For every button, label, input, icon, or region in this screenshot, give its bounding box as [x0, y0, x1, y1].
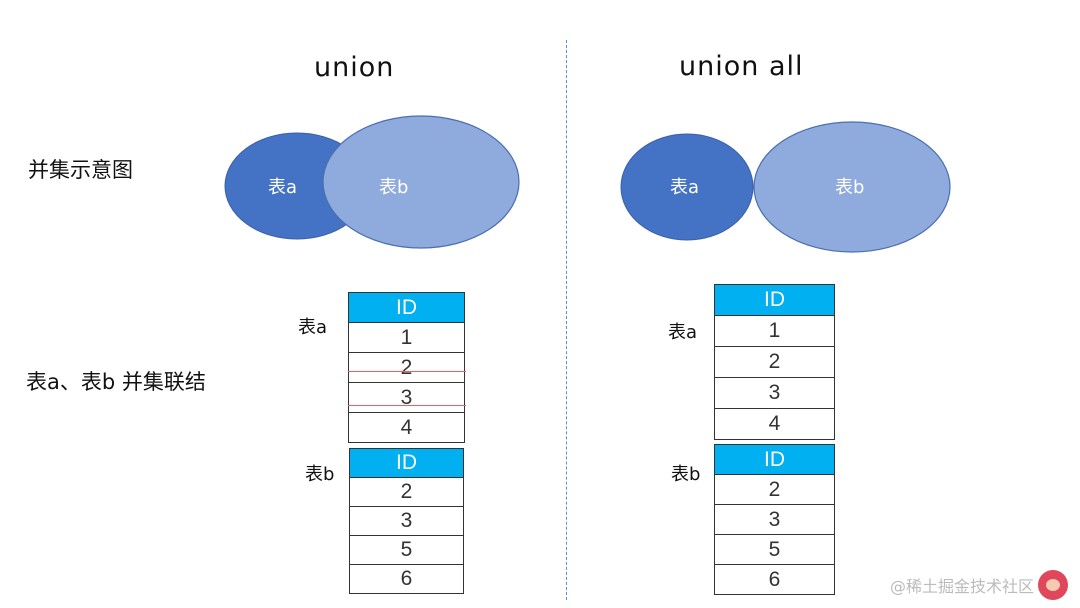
union-all-ellipse-b	[753, 121, 951, 253]
venn-label: 并集示意图	[28, 158, 133, 182]
watermark-text: @稀土掘金技术社区	[889, 577, 1034, 596]
union-all-ellipse-a-label: 表a	[670, 177, 699, 198]
table-cell: 5	[714, 534, 835, 565]
table-cell: 2	[714, 346, 835, 378]
table-header: ID	[714, 284, 835, 316]
union-all-title: union all	[679, 51, 804, 82]
table-cell: 4	[348, 412, 465, 443]
table-header: ID	[348, 292, 465, 323]
section-divider	[566, 40, 567, 600]
table-cell: 4	[714, 408, 835, 440]
union-ellipse-a-label: 表a	[268, 177, 297, 198]
union-table-a-label: 表a	[298, 317, 328, 338]
union-table-a: ID 1 2 3 4	[348, 292, 465, 443]
union-table-b-label: 表b	[305, 464, 335, 485]
duplicate-strike-line	[348, 371, 466, 372]
watermark: @稀土掘金技术社区	[890, 570, 1068, 600]
union-all-table-a: ID 1 2 3 4	[714, 284, 835, 440]
table-cell: 2	[714, 474, 835, 505]
table-cell: 3	[714, 504, 835, 535]
duplicate-strike-line	[348, 405, 466, 406]
table-cell: 2	[349, 477, 464, 507]
table-header: ID	[349, 448, 464, 478]
table-cell: 1	[348, 322, 465, 353]
table-cell: 3	[348, 382, 465, 413]
table-cell: 1	[714, 315, 835, 347]
table-header: ID	[714, 444, 835, 475]
union-ellipse-b	[322, 115, 520, 249]
union-ellipse-b-label: 表b	[379, 177, 408, 198]
table-cell: 6	[349, 564, 464, 594]
community-logo-icon	[1038, 570, 1068, 600]
union-table-b: ID 2 3 5 6	[349, 448, 464, 594]
union-all-ellipse-b-label: 表b	[835, 177, 864, 198]
union-all-table-b-label: 表b	[671, 464, 701, 485]
union-all-ellipse-a	[620, 133, 754, 241]
union-all-table-a-label: 表a	[668, 322, 698, 343]
table-cell: 6	[714, 564, 835, 595]
table-cell: 5	[349, 535, 464, 565]
table-cell: 2	[348, 352, 465, 383]
table-cell: 3	[714, 377, 835, 409]
join-label: 表a、表b 并集联结	[26, 370, 206, 394]
union-all-table-b: ID 2 3 5 6	[714, 444, 835, 595]
table-cell: 3	[349, 506, 464, 536]
union-title: union	[314, 52, 395, 83]
